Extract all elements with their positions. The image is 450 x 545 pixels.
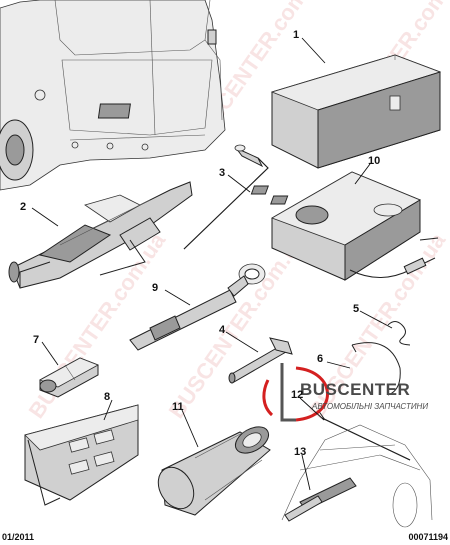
callout-11: 11 — [172, 401, 184, 413]
callout-2: 2 — [20, 201, 26, 213]
part-wire-hook — [351, 342, 401, 396]
part-compressor-kit — [250, 171, 439, 281]
part-rod — [317, 409, 411, 461]
part-adapter — [39, 357, 99, 398]
part-towing-eye — [129, 263, 266, 351]
callout-4: 4 — [219, 324, 226, 336]
callout-9: 9 — [152, 282, 158, 294]
callout-5: 5 — [353, 303, 359, 315]
footer-date: 01/2011 — [2, 532, 34, 542]
brand-name: BUSCENTER — [300, 380, 410, 399]
part-storage-box — [270, 54, 442, 169]
brand-tagline: АВТОМОБІЛЬНІ ЗАПЧАСТИНИ — [311, 402, 428, 411]
callout-6: 6 — [317, 353, 323, 365]
callout-7: 7 — [33, 334, 39, 346]
part-bolt — [228, 337, 293, 384]
callout-3: 3 — [219, 167, 225, 179]
callouts: 1 2 3 4 5 6 7 8 9 10 11 12 13 — [20, 29, 380, 458]
part-clip — [387, 321, 411, 346]
callout-13: 13 — [294, 446, 306, 458]
callout-1: 1 — [293, 29, 299, 41]
part-canister — [157, 426, 271, 516]
footer-reference: 00071194 — [408, 532, 448, 542]
leader-lines — [31, 37, 393, 491]
vehicle-rear-illustration — [0, 0, 226, 191]
callout-12: 12 — [291, 389, 303, 401]
part-bracket — [24, 404, 139, 506]
callout-10: 10 — [368, 155, 380, 167]
part-wheel-brace — [183, 144, 269, 250]
part-scissor-jack — [8, 181, 193, 289]
callout-8: 8 — [104, 391, 110, 403]
brand-logo: BUSCENTER АВТОМОБІЛЬНІ ЗАПЧАСТИНИ — [262, 363, 428, 422]
part-vehicle-location — [281, 424, 433, 528]
